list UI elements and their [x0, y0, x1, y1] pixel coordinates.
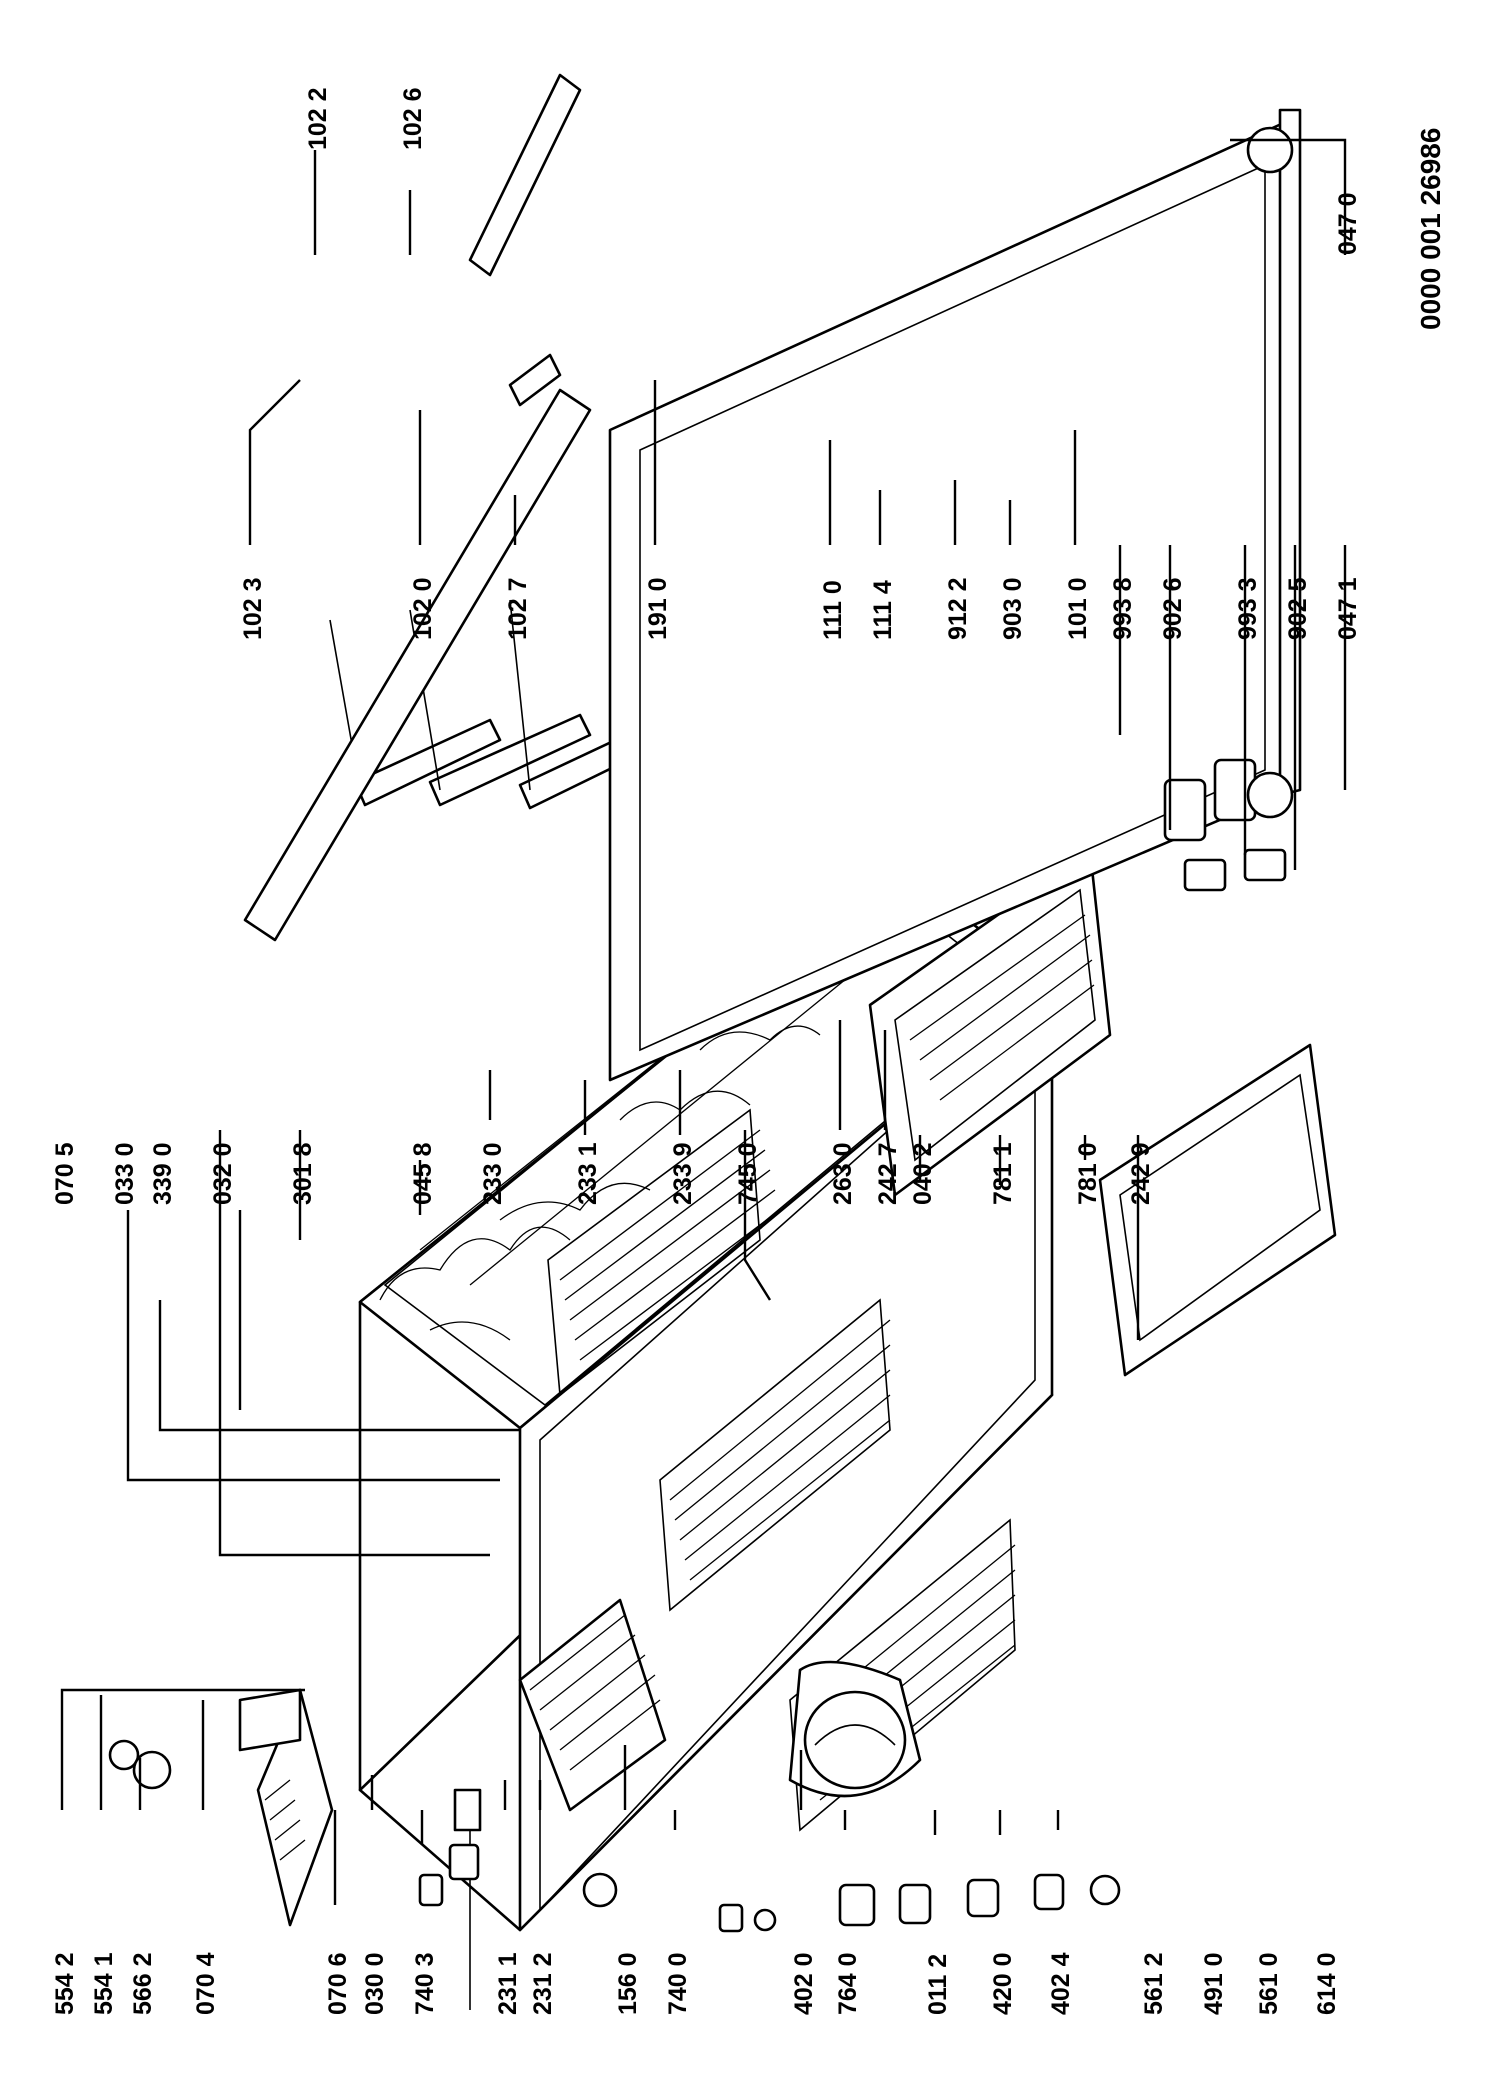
label-764-0: 764 0 [834, 1952, 862, 2015]
label-032-0: 032 0 [209, 1142, 237, 1205]
label-040-2: 040 2 [909, 1142, 937, 1205]
top-panel-detail [379, 899, 901, 1341]
label-554-1: 554 1 [90, 1952, 118, 2015]
label-070-4: 070 4 [192, 1952, 220, 2015]
label-554-2: 554 2 [51, 1952, 79, 2015]
label-402-4: 402 4 [1047, 1952, 1075, 2015]
label-047-0: 047 0 [1334, 192, 1362, 255]
label-903-0: 903 0 [999, 577, 1027, 640]
label-156-0: 156 0 [614, 1952, 642, 2015]
label-912-2: 912 2 [944, 577, 972, 640]
side-strip [453, 1788, 482, 2010]
label-033-0: 033 0 [111, 1142, 139, 1205]
label-102-2: 102 2 [304, 87, 332, 150]
door-assembly [243, 73, 1302, 1082]
label-745-0: 745 0 [734, 1142, 762, 1205]
label-740-0: 740 0 [664, 1952, 692, 2015]
label-233-0: 233 0 [479, 1142, 507, 1205]
left-small-parts [108, 1739, 1121, 1933]
evaporator [518, 1598, 667, 1812]
label-102-6: 102 6 [399, 87, 427, 150]
part-labels: 554 2 554 1 566 2 070 4 070 6 030 0 740 … [51, 87, 1446, 2015]
label-781-1: 781 1 [989, 1142, 1017, 1205]
label-993-3: 993 3 [1234, 577, 1262, 640]
label-491-0: 491 0 [1200, 1952, 1228, 2015]
label-902-5: 902 5 [1284, 577, 1312, 640]
label-781-0: 781 0 [1074, 1142, 1102, 1205]
label-561-2: 561 2 [1140, 1952, 1168, 2015]
leader-lines [60, 138, 1347, 1905]
label-070-6: 070 6 [324, 1952, 352, 2015]
label-102-7: 102 7 [504, 577, 532, 640]
label-102-0: 102 0 [409, 577, 437, 640]
label-420-0: 420 0 [989, 1952, 1017, 2015]
control-panel [238, 1688, 334, 1927]
label-231-2: 231 2 [529, 1952, 557, 2015]
label-242-9: 242 9 [1127, 1142, 1155, 1205]
label-111-4: 111 4 [869, 580, 897, 640]
label-111-0: 111 0 [819, 580, 847, 640]
drawer-lower [1098, 1043, 1337, 1377]
drawing-code: 0000 001 26986 [1415, 128, 1446, 330]
label-561-0: 561 0 [1255, 1952, 1283, 2015]
label-047-1: 047 1 [1334, 577, 1362, 640]
label-011-2: 011 2 [924, 1954, 952, 2015]
label-740-3: 740 3 [411, 1952, 439, 2015]
label-045-8: 045 8 [409, 1142, 437, 1205]
label-402-0: 402 0 [790, 1952, 818, 2015]
wire-shelves [547, 1108, 1016, 1832]
label-101-0: 101 0 [1064, 577, 1092, 640]
label-191-0: 191 0 [644, 577, 672, 640]
label-102-3: 102 3 [239, 577, 267, 640]
label-263-0: 263 0 [829, 1142, 857, 1205]
label-339-0: 339 0 [149, 1142, 177, 1205]
compressor [788, 1660, 922, 1798]
label-902-6: 902 6 [1159, 577, 1187, 640]
label-231-1: 231 1 [494, 1952, 522, 2015]
label-566-2: 566 2 [129, 1952, 157, 2015]
label-301-8: 301 8 [289, 1142, 317, 1205]
label-614-0: 614 0 [1313, 1952, 1341, 2015]
label-233-1: 233 1 [574, 1142, 602, 1205]
label-993-8: 993 8 [1109, 577, 1137, 640]
label-233-9: 233 9 [669, 1142, 697, 1205]
label-070-5: 070 5 [51, 1142, 79, 1205]
label-242-7: 242 7 [874, 1142, 902, 1205]
label-030-0: 030 0 [361, 1952, 389, 2015]
